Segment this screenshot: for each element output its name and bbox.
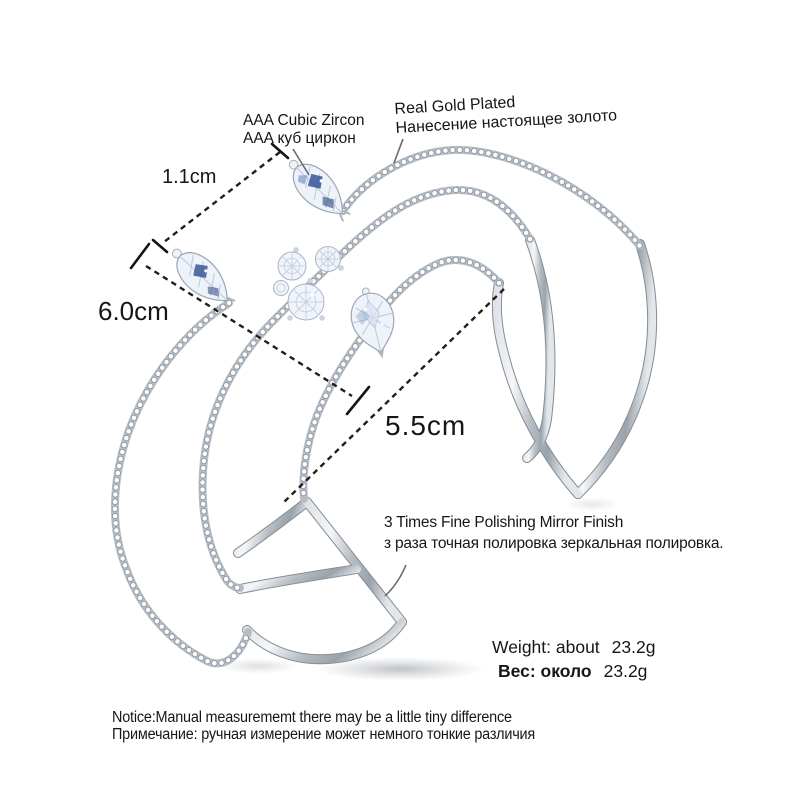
weight-value-en: 23.2g: [611, 637, 656, 657]
upper-fan-right-edge: [573, 239, 658, 499]
shadow-under-upper-end: [564, 497, 620, 511]
notice-text: Notice:Manual measurememt there may be a…: [112, 709, 535, 743]
pave-band-outer-left: [111, 299, 252, 668]
dimension-line-5-5cm: [282, 288, 505, 504]
marquise-stone-top: [288, 159, 351, 222]
marquise-left-tip-prong: [223, 296, 236, 309]
shadow-under-lower-end: [316, 657, 484, 681]
upper-fan-left-edge-highlight: [492, 279, 582, 498]
upper-fan-left-edge: [491, 278, 583, 499]
upper-fan-right-edge-highlight: [574, 240, 657, 498]
tick-6-0cm-start: [129, 242, 151, 270]
upper-fan-end: [491, 235, 658, 499]
tick-1-1cm-bottom: [151, 238, 169, 254]
notice-text-ru: Примечание: ручная измерение может немно…: [112, 726, 536, 743]
dimension-line-1-1cm: [163, 151, 281, 243]
polishing-annotation: 3 Times Fine Polishing Mirror Finish з р…: [384, 513, 724, 554]
dimension-line-6-0cm: [145, 264, 353, 398]
pear-stone: [350, 287, 395, 359]
pave-band-inner: [299, 256, 503, 503]
pointer-gold-label: [393, 138, 404, 164]
pointer-zircon-label: [292, 148, 310, 176]
zircon-annotation-ru: AAA куб циркон: [243, 130, 356, 147]
shadow-under-left-band: [218, 658, 298, 674]
pave-band-middle: [198, 185, 534, 592]
tick-6-0cm-end: [345, 385, 371, 416]
marquise-stone-left: [171, 248, 236, 309]
polishing-annotation-ru: з раза точная полировка зеркальная полир…: [384, 534, 724, 552]
pave-band-outer-top: [339, 145, 644, 250]
upper-fan-middle-bar-highlight: [523, 236, 555, 462]
weight-value-ru: 23.2g: [603, 660, 648, 681]
dimension-label-stone-length: 1.1cm: [162, 166, 217, 188]
measurement-graphics: [129, 138, 505, 597]
marquise-top-tip-prong: [338, 209, 351, 222]
weight-label-ru: Вес: около: [498, 660, 592, 681]
lower-fan-bottom-edge-highlight: [243, 618, 406, 664]
lower-fan-middle-bar-highlight: [236, 565, 361, 593]
weight-row-en: Weight: about 23.2g: [492, 636, 655, 660]
notice-text-en: Notice:Manual measurememt there may be a…: [112, 709, 512, 726]
dimension-label-opening-width: 5.5cm: [385, 410, 467, 441]
lower-fan-right-edge-highlight: [303, 498, 406, 626]
weight-info: Weight: about 23.2g Вес: около 23.2g: [492, 636, 655, 683]
dimension-label-cuff-height: 6.0cm: [98, 296, 169, 326]
zircon-annotation-en: AAA Cubic Zircon: [243, 112, 365, 129]
round-stone-cluster: [273, 246, 344, 321]
lower-fan-end: [233, 497, 407, 665]
weight-label-en: Weight: about: [492, 637, 600, 657]
shadows: [218, 497, 620, 681]
weight-row-ru: Вес: около 23.2g: [492, 660, 655, 684]
zircon-annotation: AAA Cubic Zircon AAA куб циркон: [243, 112, 364, 148]
tick-1-1cm-top: [270, 142, 290, 160]
pointer-polish-label: [384, 564, 407, 597]
lower-fan-top-edge-highlight: [234, 498, 311, 557]
polishing-annotation-en: 3 Times Fine Polishing Mirror Finish: [384, 514, 624, 531]
